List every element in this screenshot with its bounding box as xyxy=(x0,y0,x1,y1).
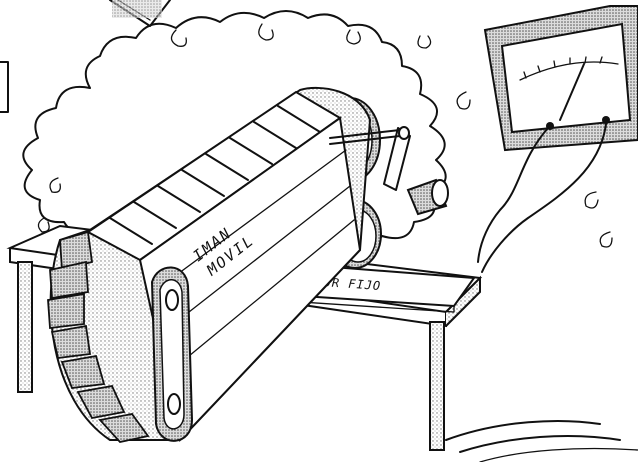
front-roller-band xyxy=(152,267,192,440)
box-corner-top-left xyxy=(110,0,170,26)
meter-gauge xyxy=(485,6,638,150)
left-edge-fragment xyxy=(0,62,8,112)
magnet-belt: IMAN MOVIL xyxy=(48,88,370,442)
bottom-right-sketch xyxy=(446,421,638,462)
